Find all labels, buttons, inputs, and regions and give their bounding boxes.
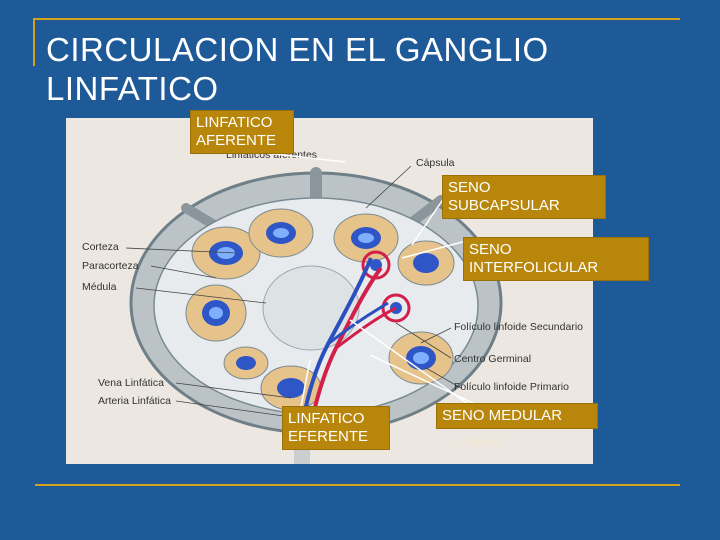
label-afferent: LINFATICO AFERENTE — [190, 110, 294, 154]
fig-label-medulla: Médula — [82, 281, 117, 293]
fig-label-capsule: Cápsula — [416, 157, 455, 169]
fig-label-germinal-center: Centro Germinal — [454, 353, 531, 365]
label-medullary: SENO MEDULAR — [436, 403, 598, 429]
fig-label-primary-follicle: Folículo linfoide Primario — [454, 381, 569, 393]
left-rule — [33, 18, 35, 66]
fig-label-lymph-vein: Vena Linfática — [98, 377, 164, 389]
top-rule — [35, 18, 680, 20]
fig-label-paracortex: Paracorteza — [82, 260, 139, 272]
fig-label-cortex: Corteza — [82, 241, 119, 253]
bottom-rule — [35, 484, 680, 486]
label-subcapsular: SENO SUBCAPSULAR — [442, 175, 606, 219]
slide-title: CIRCULACION EN EL GANGLIO LINFATICO — [46, 31, 549, 107]
fig-label-credit: I. Algarra — [458, 436, 500, 448]
label-efferent: LINFATICO EFERENTE — [282, 406, 390, 450]
label-interfollicular: SENO INTERFOLICULAR — [463, 237, 649, 281]
fig-label-secondary-follicle: Folículo linfoide Secundario — [454, 321, 583, 333]
fig-label-lymph-artery: Arteria Linfática — [98, 395, 171, 407]
